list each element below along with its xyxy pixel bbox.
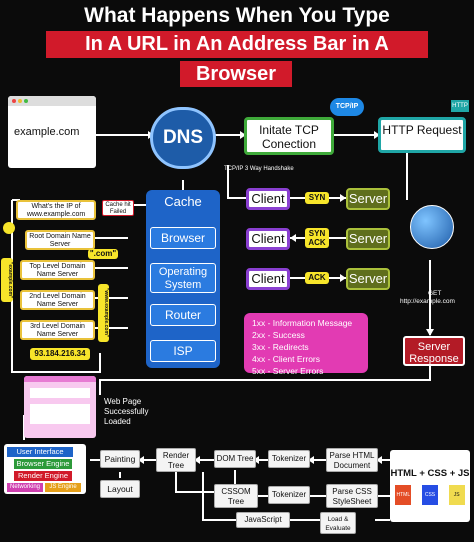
cache-browser: Browser xyxy=(150,227,216,249)
close-dot-icon xyxy=(12,99,16,103)
get-url: http://example.com xyxy=(400,298,455,305)
title-line-2: In A URL in An Address Bar in A xyxy=(46,31,428,58)
tld-dns-server: Top Level Domain Name Server xyxy=(20,260,95,280)
lookup-question: What's the IP of www.example.com xyxy=(16,200,96,220)
maximize-dot-icon xyxy=(24,99,28,103)
server-response: Server Response xyxy=(403,336,465,366)
tcp-cloud-badge: TCP/IP xyxy=(330,98,364,116)
synack-message: SYN ACK xyxy=(305,228,329,248)
server-syn: Server xyxy=(346,188,390,210)
tokenizer-html-node: Tokenizer xyxy=(268,450,310,468)
root-answer: ".com" xyxy=(88,249,118,259)
status-5xx: 5xx - Server Errors xyxy=(252,366,324,376)
javascript-node: JavaScript xyxy=(236,512,290,528)
smiley-icon xyxy=(3,222,15,234)
get-method: GET xyxy=(428,290,442,297)
files-window: HTML + CSS + JS HTML CSS JS xyxy=(390,450,470,522)
globe-icon xyxy=(410,205,454,249)
title-line-3: Browser xyxy=(180,61,292,87)
server-ack: Server xyxy=(346,268,390,290)
browser-window: example.com xyxy=(8,96,96,168)
tokenizer-css-node: Tokenizer xyxy=(268,486,310,504)
web-page-window xyxy=(24,376,96,438)
dns-node: DNS xyxy=(150,107,216,169)
status-1xx: 1xx - Information Message xyxy=(252,318,353,328)
syn-message: SYN xyxy=(305,192,329,204)
engine-networking: Networking xyxy=(7,483,43,492)
load-evaluate-node: Load & Evaluate xyxy=(320,512,356,534)
second-level-dns-server: 2nd Level Domain Name Server xyxy=(20,290,95,310)
css-file-icon: CSS xyxy=(421,485,438,505)
parse-css-node: Parse CSS StyleSheet xyxy=(326,484,378,508)
cache-operating-system: Operating System xyxy=(150,263,216,293)
third-level-dns-server: 3rd Level Domain Name Server xyxy=(20,320,95,340)
second-answer: "www.example.com" xyxy=(98,284,109,342)
status-4xx: 4xx - Client Errors xyxy=(252,354,321,364)
client-syn: Client xyxy=(246,188,290,210)
window-titlebar xyxy=(8,96,96,106)
ack-message: ACK xyxy=(305,272,329,284)
tcp-node: Initate TCP Conection xyxy=(244,117,334,155)
client-synack: Client xyxy=(246,228,290,250)
resolved-ip: 93.184.216.34 xyxy=(30,348,90,360)
status-codes-panel: 1xx - Information Message 2xx - Success … xyxy=(244,313,368,376)
dns-label: DNS xyxy=(162,127,204,148)
status-2xx: 2xx - Success xyxy=(252,330,305,340)
status-3xx: 3xx - Redirects xyxy=(252,342,309,352)
get-note: GET xyxy=(428,290,441,297)
http-badge: HTTP xyxy=(451,100,469,112)
cache-isp: ISP xyxy=(150,340,216,362)
server-synack: Server xyxy=(346,228,390,250)
engine-browser-engine: Browser Engine xyxy=(14,459,72,469)
cssom-tree-node: CSSOM Tree xyxy=(214,484,258,508)
title-line-1: What Happens When You Type xyxy=(84,4,390,27)
http-node: HTTP Request xyxy=(378,117,466,153)
js-file-icon: JS xyxy=(448,485,465,505)
minimize-dot-icon xyxy=(18,99,22,103)
dom-tree-node: DOM Tree xyxy=(214,450,256,468)
engine-js-engine: JS Engine xyxy=(45,483,81,492)
web-page-block-1 xyxy=(30,388,90,398)
cache-router: Router xyxy=(150,304,216,326)
web-page-loaded-note: Web Page Successfully Loaded xyxy=(104,397,149,426)
tld-answer: "example.com" xyxy=(1,258,13,302)
engine-user-interface: User Interface xyxy=(7,447,73,457)
client-ack: Client xyxy=(246,268,290,290)
painting-node: Painting xyxy=(100,450,140,468)
cache-hit-failed-label: Cache hit Failed xyxy=(102,200,134,216)
handshake-note: TCP/IP 3 Way Handshake xyxy=(224,166,294,172)
parse-html-node: Parse HTML Document xyxy=(326,448,378,472)
browser-engine-diagram: User Interface Browser Engine Render Eng… xyxy=(4,444,86,494)
web-page-block-2 xyxy=(30,404,90,424)
cache-heading: Cache xyxy=(164,194,202,209)
html-file-icon: HTML xyxy=(395,485,412,505)
root-dns-server: Root Domain Name Server xyxy=(25,230,95,250)
address-bar-url[interactable]: example.com xyxy=(14,126,80,138)
render-tree-node: Render Tree xyxy=(156,448,196,472)
engine-render-engine: Render Engine xyxy=(14,471,72,481)
web-page-titlebar xyxy=(24,376,96,382)
files-title: HTML + CSS + JS xyxy=(390,468,470,479)
layout-node: Layout xyxy=(100,480,140,498)
